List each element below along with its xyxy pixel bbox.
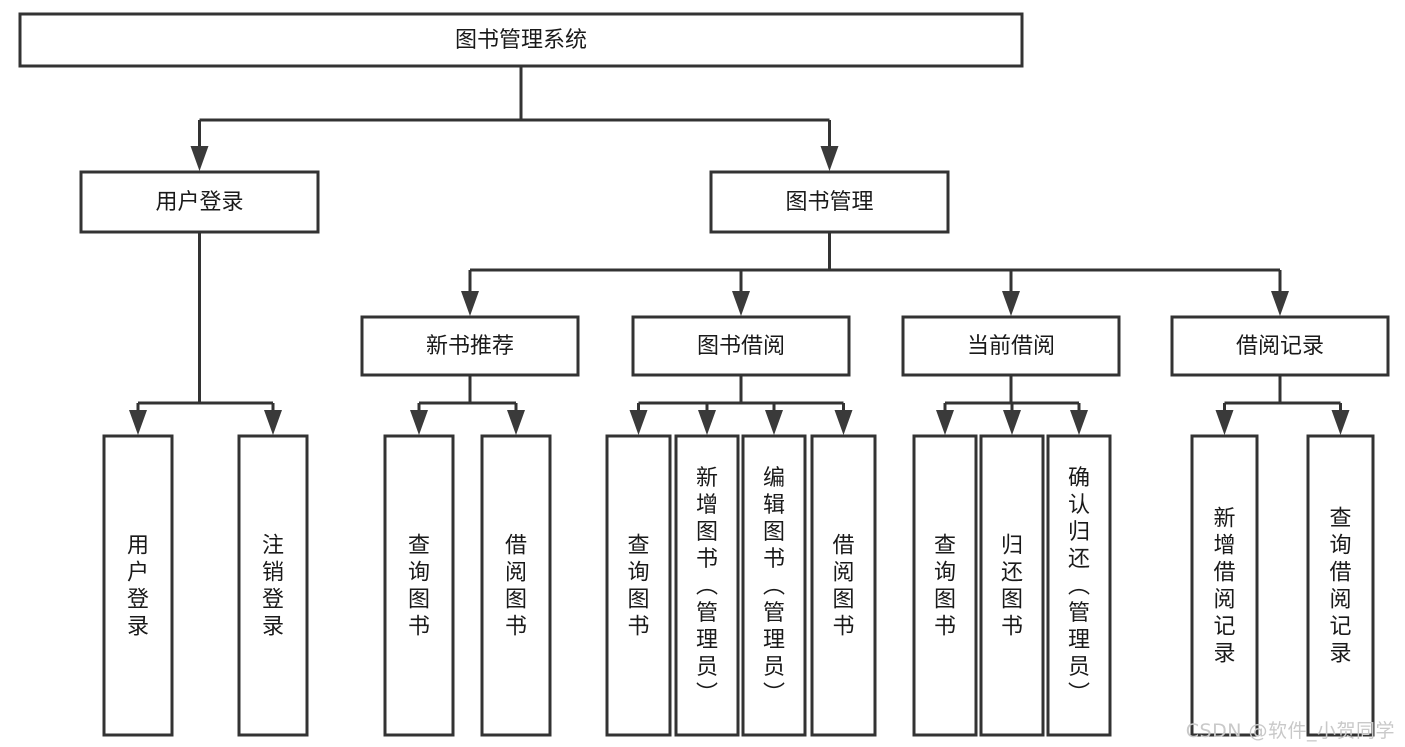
arrow-head-icon <box>820 146 839 171</box>
node-box-leaf-query-book-1[interactable] <box>383 434 455 737</box>
node-leaf-borrow-book-2[interactable]: 借阅图书 <box>810 434 877 737</box>
node-leaf-add-book[interactable]: 新增图书︵管理员︶ <box>674 434 740 737</box>
node-leaf-logout[interactable]: 注销登录 <box>237 434 309 737</box>
arrow-head-icon <box>732 291 750 316</box>
node-box-new-book-rec[interactable] <box>360 315 580 377</box>
node-book-manage[interactable]: 图书管理 <box>709 170 950 234</box>
arrow-head-icon <box>698 410 716 435</box>
node-box-leaf-borrow-book-1[interactable] <box>480 434 552 737</box>
node-new-book-rec[interactable]: 新书推荐 <box>360 315 580 377</box>
connector-group-borrow-record <box>1215 375 1350 435</box>
node-box-current-borrow[interactable] <box>901 315 1121 377</box>
node-leaf-query-book-2[interactable]: 查询图书 <box>605 434 672 737</box>
node-leaf-edit-book[interactable]: 编辑图书︵管理员︶ <box>741 434 807 737</box>
node-label-leaf-add-book: 新增图书︵管理员︶ <box>696 466 718 707</box>
node-label-leaf-confirm-return: 确认归还︵管理员︶ <box>1068 466 1090 707</box>
arrow-head-icon <box>765 410 783 435</box>
node-leaf-query-book-3[interactable]: 查询图书 <box>912 434 978 737</box>
node-box-root[interactable] <box>18 12 1024 68</box>
node-box-leaf-logout[interactable] <box>237 434 309 737</box>
node-leaf-return-book[interactable]: 归还图书 <box>979 434 1045 737</box>
arrow-head-icon <box>190 146 209 171</box>
node-box-leaf-borrow-book-2[interactable] <box>810 434 877 737</box>
node-box-leaf-query-book-2[interactable] <box>605 434 672 737</box>
node-leaf-query-record[interactable]: 查询借阅记录 <box>1306 434 1375 737</box>
arrow-head-icon <box>129 410 147 435</box>
node-label-leaf-query-book-1: 查询图书 <box>408 534 430 640</box>
connector-layer <box>129 66 1350 435</box>
arrow-head-icon <box>1271 291 1289 316</box>
node-box-leaf-add-book[interactable] <box>674 434 740 737</box>
arrow-head-icon <box>507 410 525 435</box>
node-label-new-book-rec: 新书推荐 <box>426 334 514 359</box>
arrow-head-icon <box>1003 410 1021 435</box>
connector-group-root <box>190 66 839 171</box>
node-label-user-login: 用户登录 <box>155 190 243 215</box>
node-box-leaf-edit-book[interactable] <box>741 434 807 737</box>
node-label-book-borrow: 图书借阅 <box>697 334 785 359</box>
node-current-borrow[interactable]: 当前借阅 <box>901 315 1121 377</box>
node-leaf-add-record[interactable]: 新增借阅记录 <box>1190 434 1259 737</box>
node-label-leaf-borrow-book-1: 借阅图书 <box>505 534 527 640</box>
arrow-head-icon <box>834 410 853 435</box>
arrow-head-icon <box>1070 410 1088 435</box>
arrow-head-icon <box>264 410 282 435</box>
node-root[interactable]: 图书管理系统 <box>18 12 1024 68</box>
connector-group-current-borrow <box>936 375 1088 435</box>
node-book-borrow[interactable]: 图书借阅 <box>631 315 851 377</box>
node-box-leaf-query-book-3[interactable] <box>912 434 978 737</box>
connector-group-book-borrow <box>629 375 853 435</box>
node-label-book-manage: 图书管理 <box>785 190 873 215</box>
node-box-book-manage[interactable] <box>709 170 950 234</box>
arrow-head-icon <box>1215 410 1234 435</box>
node-box-user-login[interactable] <box>79 170 320 234</box>
node-borrow-record[interactable]: 借阅记录 <box>1170 315 1390 377</box>
node-label-leaf-logout: 注销登录 <box>262 534 284 640</box>
node-leaf-user-login[interactable]: 用户登录 <box>102 434 174 737</box>
node-label-root: 图书管理系统 <box>455 28 587 53</box>
node-label-leaf-user-login: 用户登录 <box>127 534 149 640</box>
arrow-head-icon <box>629 410 648 435</box>
node-label-leaf-borrow-book-2: 借阅图书 <box>832 534 854 640</box>
node-label-current-borrow: 当前借阅 <box>967 334 1055 359</box>
node-label-leaf-query-book-2: 查询图书 <box>627 534 649 640</box>
arrow-head-icon <box>410 410 428 435</box>
node-label-leaf-edit-book: 编辑图书︵管理员︶ <box>763 466 785 707</box>
node-box-borrow-record[interactable] <box>1170 315 1390 377</box>
node-box-leaf-confirm-return[interactable] <box>1046 434 1112 737</box>
node-leaf-borrow-book-1[interactable]: 借阅图书 <box>480 434 552 737</box>
node-label-leaf-query-record: 查询借阅记录 <box>1329 507 1351 667</box>
arrow-head-icon <box>1331 410 1350 435</box>
arrow-head-icon <box>1002 291 1020 316</box>
node-user-login[interactable]: 用户登录 <box>79 170 320 234</box>
node-box-leaf-user-login[interactable] <box>102 434 174 737</box>
node-label-leaf-query-book-3: 查询图书 <box>934 534 956 640</box>
node-label-borrow-record: 借阅记录 <box>1236 334 1324 359</box>
node-layer: 图书管理系统用户登录图书管理新书推荐图书借阅当前借阅借阅记录用户登录注销登录查询… <box>18 12 1390 737</box>
connector-group-user-login <box>129 232 282 435</box>
node-label-leaf-return-book: 归还图书 <box>1001 534 1023 640</box>
node-box-leaf-add-record[interactable] <box>1190 434 1259 737</box>
arrow-head-icon <box>461 291 479 316</box>
node-leaf-confirm-return[interactable]: 确认归还︵管理员︶ <box>1046 434 1112 737</box>
connector-group-new-book-rec <box>410 375 525 435</box>
node-box-leaf-query-record[interactable] <box>1306 434 1375 737</box>
node-box-book-borrow[interactable] <box>631 315 851 377</box>
node-box-leaf-return-book[interactable] <box>979 434 1045 737</box>
node-label-leaf-add-record: 新增借阅记录 <box>1213 507 1235 667</box>
node-leaf-query-book-1[interactable]: 查询图书 <box>383 434 455 737</box>
arrow-head-icon <box>936 410 954 435</box>
connector-group-book-manage <box>461 232 1289 316</box>
